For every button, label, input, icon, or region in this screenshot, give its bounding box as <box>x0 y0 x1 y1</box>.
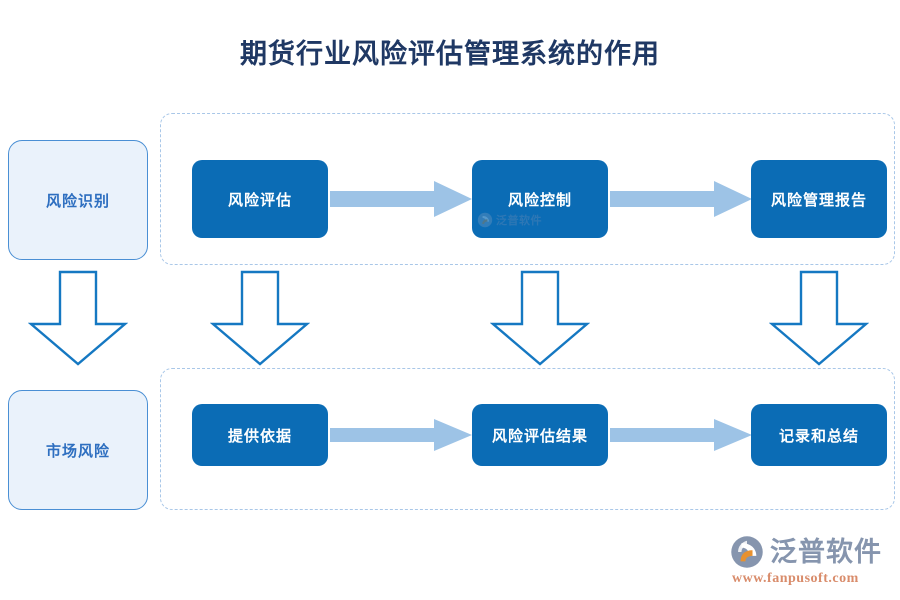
arrow-right-icon <box>330 181 472 217</box>
fanpu-logo-icon <box>731 536 763 568</box>
process-box-risk-management-report[interactable]: 风险管理报告 <box>751 160 887 238</box>
process-box-label: 风险评估结果 <box>491 428 588 445</box>
brand-logo: 泛普软件 www.fanpusoft.com <box>730 535 882 586</box>
brand-url: www.fanpusoft.com <box>732 571 859 586</box>
process-box-risk-control[interactable]: 风险控制 <box>472 160 608 238</box>
process-box-label: 风险控制 <box>507 192 572 209</box>
arrow-right-icon <box>330 419 472 451</box>
top-flow-group-container <box>160 113 895 265</box>
arrow-right-icon <box>610 181 752 217</box>
stage-box-label: 市场风险 <box>45 443 110 460</box>
stage-box-risk-identification[interactable]: 风险识别 <box>8 140 148 260</box>
process-box-risk-assessment-result[interactable]: 风险评估结果 <box>472 404 608 466</box>
arrow-right-icon <box>610 419 752 451</box>
process-box-label: 记录和总结 <box>778 428 859 445</box>
process-box-label: 风险评估 <box>227 192 292 209</box>
arrow-down-icon <box>489 270 591 366</box>
brand-row: 泛普软件 <box>730 535 882 569</box>
arrow-down-icon <box>768 270 870 366</box>
arrow-down-icon <box>27 270 129 366</box>
process-box-risk-assessment[interactable]: 风险评估 <box>192 160 328 238</box>
process-box-record-and-summary[interactable]: 记录和总结 <box>751 404 887 466</box>
arrow-down-icon <box>209 270 311 366</box>
process-box-label: 提供依据 <box>227 428 292 445</box>
stage-box-label: 风险识别 <box>45 193 110 210</box>
page-title: 期货行业风险评估管理系统的作用 <box>240 39 660 69</box>
brand-name: 泛普软件 <box>770 536 882 567</box>
process-box-provide-basis[interactable]: 提供依据 <box>192 404 328 466</box>
stage-box-market-risk[interactable]: 市场风险 <box>8 390 148 510</box>
process-box-label: 风险管理报告 <box>770 192 867 209</box>
bottom-flow-group-container <box>160 368 895 510</box>
